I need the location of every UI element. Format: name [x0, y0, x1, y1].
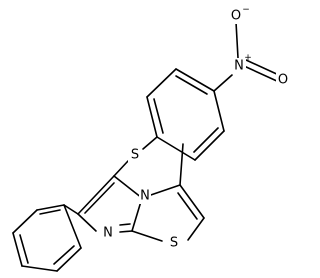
atom-n-nitro: N +: [232, 53, 252, 74]
atom-o-nitro-top-label: O: [231, 9, 241, 24]
bond-c2-s1: [187, 217, 205, 241]
bond-phenyl-1-inner: [39, 209, 61, 215]
atom-n-ring-label: N: [140, 189, 150, 204]
bond-c7a-n1-double: [119, 223, 131, 226]
atom-s-thioether-label: S: [131, 148, 139, 163]
bond-nitrophenyl-4: [156, 136, 196, 161]
bond-n1-c6: [77, 213, 97, 232]
atom-s-thiazole: S: [167, 235, 181, 251]
bond-phenyl-1: [36, 204, 65, 211]
bond-c6-phenyl: [63, 204, 79, 215]
atom-o-nitro-right: O: [276, 72, 290, 88]
bond-aryl-s: [142, 136, 158, 150]
bond-phenyl-6: [63, 204, 82, 249]
bond-methyl: [179, 143, 184, 186]
bond-c7a-n1: [119, 230, 133, 233]
bond-phenyl-3-inner: [19, 234, 29, 264]
atom-labels: O − N + O S N N S: [101, 5, 290, 251]
bond-c5-n4: [113, 175, 143, 199]
bonds: [12, 21, 282, 272]
bond-nitrophenyl-5-inner: [193, 127, 219, 153]
bond-nitrophenyl-2: [146, 68, 177, 98]
bond-s1-c7a: [131, 230, 163, 242]
bond-nitrophenyl-5: [194, 130, 225, 161]
bond-c3-c2-double: [177, 192, 198, 220]
chemical-structure-diagram: O − N + O S N N S: [12, 5, 290, 272]
atom-n-nitro-label: N: [234, 59, 244, 74]
bond-phenyl-4: [21, 265, 58, 272]
bond-phenyl-2: [12, 209, 38, 234]
bond-c6-c5-double: [84, 182, 115, 214]
bond-nitrophenyl-1-inner: [175, 75, 208, 95]
bond-c6-c5: [77, 175, 115, 215]
atom-n-imidazole-label: N: [103, 226, 113, 241]
bond-nitrophenyl-6: [213, 90, 225, 132]
atom-s-thioether: S: [128, 147, 142, 163]
bond-phenyl-5-inner: [53, 245, 75, 265]
bond-n-o-right-2: [245, 59, 282, 77]
bond-phenyl-3: [12, 232, 23, 267]
atom-n-nitro-charge: +: [244, 53, 252, 63]
bond-n-o-top: [235, 21, 239, 59]
atom-o-nitro-top: O −: [229, 5, 250, 24]
atom-o-nitro-top-charge: −: [242, 5, 250, 15]
atom-n-ring: N: [139, 189, 151, 204]
bond-nitrophenyl-3-inner: [153, 98, 164, 134]
bond-n-o-right-1: [243, 65, 280, 83]
bond-nitrophenyl-1: [175, 68, 215, 92]
bond-phenyl-5: [56, 247, 82, 272]
bond-s-c5: [113, 160, 129, 177]
bond-c3-c2: [179, 184, 205, 219]
atom-n-imidazole: N: [101, 225, 115, 241]
bond-nitrophenyl-3: [146, 96, 158, 138]
bond-ring-n: [213, 74, 233, 92]
atom-o-nitro-right-label: O: [278, 73, 288, 88]
atom-s-thiazole-label: S: [170, 236, 178, 251]
